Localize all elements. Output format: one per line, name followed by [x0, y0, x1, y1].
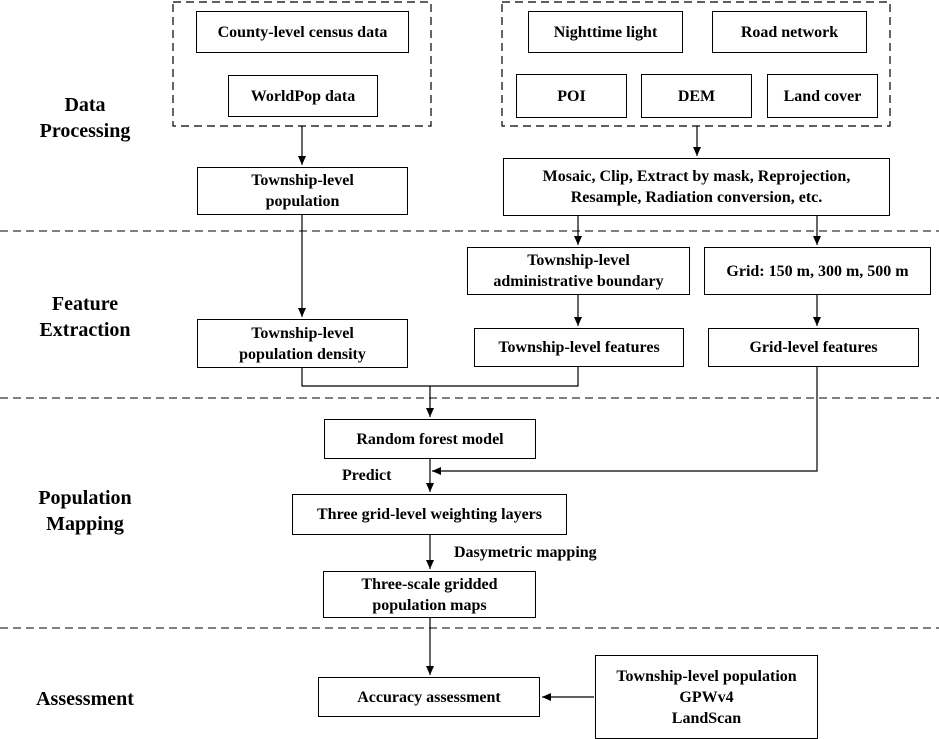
node-land-cover: Land cover — [767, 74, 878, 118]
connector-density-to-join — [301, 367, 579, 387]
node-grid-sizes: Grid: 150 m, 300 m, 500 m — [704, 247, 931, 295]
node-township-level-population: Township-level population — [197, 167, 408, 215]
node-county-census-data: County-level census data — [196, 11, 409, 53]
node-accuracy-assessment: Accuracy assessment — [318, 677, 540, 717]
stage-label-assessment: Assessment — [36, 688, 134, 710]
node-poi: POI — [516, 74, 627, 118]
node-road-network: Road network — [712, 11, 867, 53]
stage-label-feature-extraction: Feature Extraction — [39, 293, 131, 341]
arrow-grid-features-to-predict — [432, 367, 818, 475]
node-dem: DEM — [641, 74, 752, 118]
node-reference-datasets: Township-level population GPWv4 LandScan — [595, 655, 818, 739]
input-group-right-frame — [501, 1, 891, 127]
node-admin-boundary: Township-level administrative boundary — [467, 247, 690, 295]
node-random-forest-model: Random forest model — [324, 419, 536, 459]
stage-label-data-processing: Data Processing — [39, 94, 131, 142]
node-grid-features: Grid-level features — [708, 328, 919, 367]
annotation-predict: Predict — [342, 467, 392, 484]
node-preprocessing-steps: Mosaic, Clip, Extract by mask, Reproject… — [503, 158, 890, 216]
stage-label-population-mapping: Population Mapping — [38, 487, 132, 535]
annotation-dasymetric-mapping: Dasymetric mapping — [454, 544, 597, 561]
node-nighttime-light: Nighttime light — [528, 11, 683, 53]
node-worldpop-data: WorldPop data — [228, 75, 378, 117]
node-gridded-population-maps: Three-scale gridded population maps — [323, 571, 536, 618]
node-township-features: Township-level features — [474, 328, 684, 367]
node-weighting-layers: Three grid-level weighting layers — [292, 494, 567, 535]
node-population-density: Township-level population density — [197, 319, 408, 368]
